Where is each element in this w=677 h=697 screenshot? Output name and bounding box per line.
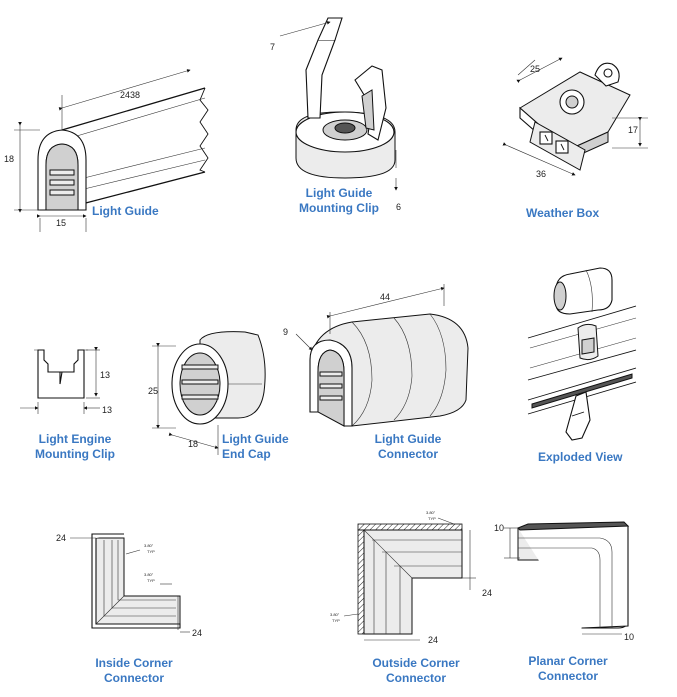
caption-inside-corner: Inside Corner Connector (86, 656, 182, 686)
caption-inside-corner-line2: Connector (104, 671, 164, 685)
outside-typ2-sub: TYP (332, 618, 340, 623)
caption-connector: Light Guide Connector (368, 432, 448, 462)
planar-corner-drawing (504, 521, 630, 635)
outside-typ1-sub: TYP (428, 516, 436, 521)
caption-exploded: Exploded View (538, 450, 622, 465)
inside-top-dim: 24 (56, 533, 66, 543)
caption-outside-corner-line2: Connector (386, 671, 446, 685)
conn-length-dim: 44 (380, 292, 390, 302)
inside-typ2-sub: TYP (147, 578, 155, 583)
caption-exploded-text: Exploded View (538, 450, 623, 464)
caption-engine-clip: Light Engine Mounting Clip (30, 432, 120, 462)
caption-planar-corner: Planar Corner Connector (520, 654, 616, 684)
clip-bottom-dim: 6 (396, 202, 401, 212)
planar-bottom-dim: 10 (624, 632, 634, 642)
caption-light-guide: Light Guide (92, 204, 159, 219)
guide-width-dim: 15 (56, 218, 66, 228)
planar-top-dim: 10 (494, 523, 504, 533)
caption-planar-corner-line2: Connector (538, 669, 598, 683)
caption-planar-corner-line1: Planar Corner (528, 654, 608, 668)
caption-connector-line2: Connector (378, 447, 438, 461)
engine-width-dim: 13 (102, 405, 112, 415)
caption-engine-clip-line2: Mounting Clip (35, 447, 115, 461)
inside-typ1-sub: TYP (147, 549, 155, 554)
outside-right-dim: 24 (482, 588, 492, 598)
caption-outside-corner-line1: Outside Corner (372, 656, 460, 670)
conn-lip-dim: 9 (283, 327, 288, 337)
cap-height-dim: 25 (148, 386, 158, 396)
outside-typ1-dim: 3.80" (426, 510, 436, 515)
caption-outside-corner: Outside Corner Connector (364, 656, 468, 686)
inside-typ1-dim: 3.80" (144, 543, 154, 548)
box-width-dim: 36 (536, 169, 546, 179)
caption-engine-clip-line1: Light Engine (38, 432, 112, 446)
caption-end-cap: Light Guide End Cap (222, 432, 289, 462)
caption-mounting-clip-line2: Mounting Clip (299, 201, 379, 215)
caption-end-cap-line2: End Cap (222, 447, 271, 461)
caption-light-guide-text: Light Guide (92, 204, 159, 218)
box-height-dim: 17 (628, 125, 638, 135)
caption-inside-corner-line1: Inside Corner (95, 656, 173, 670)
inside-corner-drawing (70, 533, 190, 633)
caption-mounting-clip-line1: Light Guide (305, 186, 373, 200)
inside-bottom-dim: 24 (192, 628, 202, 638)
exploded-view-drawing (527, 267, 637, 441)
connector-drawing (295, 284, 469, 427)
engine-clip-drawing (20, 347, 100, 414)
outside-bottom-dim: 24 (428, 635, 438, 645)
outside-corner-drawing (343, 517, 476, 641)
engine-height-dim: 13 (100, 370, 110, 380)
caption-weather-box-text: Weather Box (526, 206, 600, 220)
guide-height-dim: 18 (4, 154, 14, 164)
light-guide-drawing (14, 69, 209, 232)
caption-connector-line1: Light Guide (374, 432, 442, 446)
caption-mounting-clip: Light Guide Mounting Clip (298, 186, 380, 216)
mounting-clip-drawing (279, 17, 398, 191)
end-cap-drawing (152, 331, 266, 455)
weather-box-drawing (502, 57, 648, 176)
guide-length-dim: 2438 (120, 90, 140, 100)
cap-width-dim: 18 (188, 439, 198, 449)
outside-typ2-dim: 3.80" (330, 612, 340, 617)
clip-top-dim: 7 (270, 42, 275, 52)
box-depth-dim: 25 (530, 64, 540, 74)
inside-typ2-dim: 3.80" (144, 572, 154, 577)
caption-weather-box: Weather Box (526, 206, 599, 221)
caption-end-cap-line1: Light Guide (222, 432, 289, 446)
